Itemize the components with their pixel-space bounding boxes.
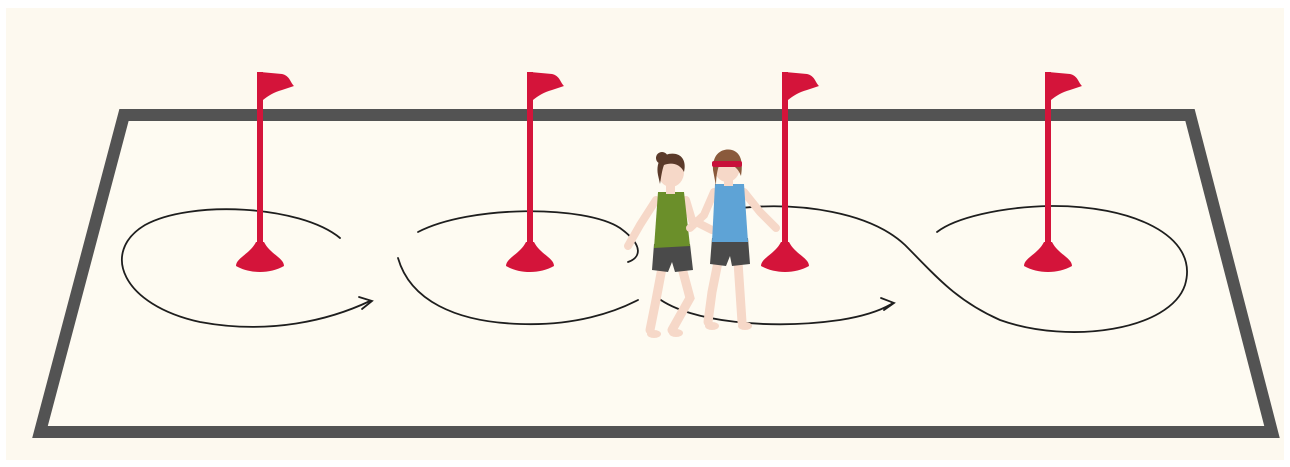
playing-field bbox=[40, 115, 1272, 432]
flag-pole bbox=[527, 72, 533, 252]
flag-pole bbox=[257, 72, 263, 252]
guide-shirt bbox=[654, 192, 690, 248]
flag-pole bbox=[1045, 72, 1051, 252]
guide-foot-left bbox=[647, 330, 661, 338]
guide-hair-bun bbox=[656, 152, 668, 164]
blind-foot-left bbox=[705, 322, 719, 330]
guide-foot-right bbox=[669, 329, 683, 337]
blind-leg-right bbox=[738, 262, 742, 322]
blind-shirt bbox=[712, 184, 748, 242]
blind-foot-right bbox=[738, 322, 752, 330]
flag-pole bbox=[782, 72, 788, 252]
blindfold bbox=[712, 161, 742, 167]
